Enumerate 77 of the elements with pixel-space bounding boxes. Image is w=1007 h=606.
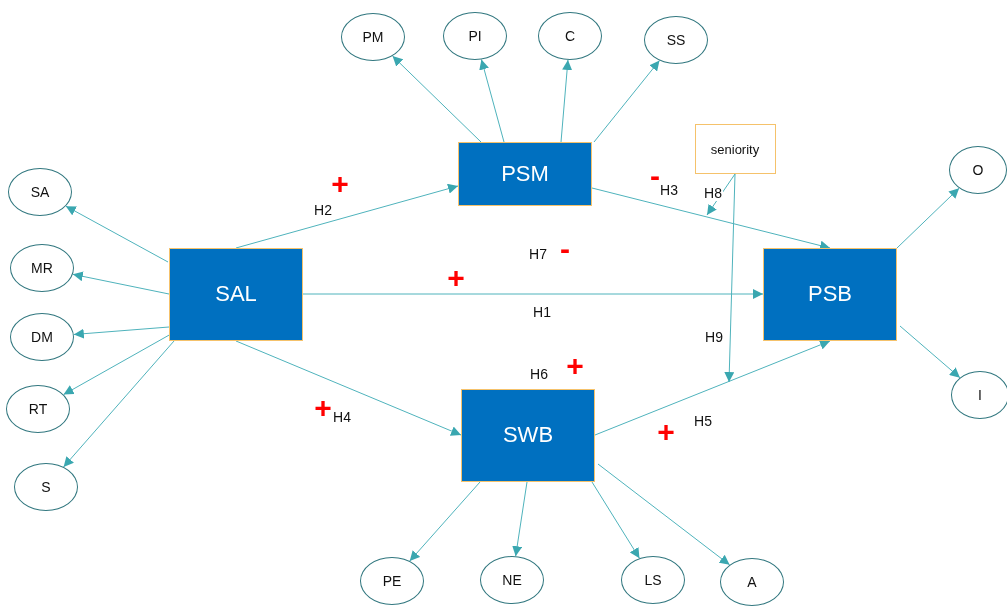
arrow <box>594 340 831 436</box>
node-label: DM <box>31 329 53 345</box>
node-label: S <box>41 479 51 495</box>
edge-label: H9 <box>704 329 724 345</box>
effect-sign: - <box>650 161 660 191</box>
node-label: SA <box>30 184 50 200</box>
construct-ellipse <box>951 371 1007 419</box>
construct-ellipse <box>443 12 507 60</box>
arrow <box>235 340 462 436</box>
construct-ellipse <box>6 385 70 433</box>
node-label: PM <box>362 29 384 45</box>
construct-box <box>763 247 897 341</box>
construct-box <box>461 388 595 482</box>
arrow <box>63 340 175 468</box>
node-label: NE <box>502 572 522 588</box>
hypothesis-label: H7 <box>529 246 547 262</box>
construct-ellipse <box>621 556 685 604</box>
arrow <box>72 271 170 295</box>
construct-ellipse <box>8 168 72 216</box>
construct-ellipse <box>480 556 544 604</box>
node-label: SWB <box>502 422 554 448</box>
construct-ellipse <box>360 557 424 605</box>
arrow <box>560 59 573 143</box>
node-label: PSM <box>501 161 549 187</box>
arrow <box>591 187 831 251</box>
arrow <box>512 481 528 557</box>
arrow <box>724 173 736 383</box>
node-label: PI <box>468 28 482 44</box>
node-label: O <box>972 162 984 178</box>
construct-ellipse <box>644 16 708 64</box>
node-label: LS <box>644 572 662 588</box>
effect-sign: + <box>331 169 349 199</box>
node-label: RT <box>28 401 48 417</box>
construct-box <box>458 142 592 206</box>
arrow <box>392 55 482 143</box>
node-label: I <box>978 387 982 403</box>
effect-sign: + <box>657 417 675 447</box>
arrow <box>899 325 961 379</box>
arrow <box>73 326 170 339</box>
arrow <box>235 183 459 249</box>
effect-sign: + <box>566 351 584 381</box>
arrow <box>593 60 660 143</box>
effect-sign: + <box>447 263 465 293</box>
effect-sign: + <box>314 393 332 423</box>
node-label: A <box>747 574 757 590</box>
hypothesis-label: H6 <box>530 366 548 382</box>
arrow <box>597 463 731 566</box>
node-label: PE <box>382 573 402 589</box>
moderator-box <box>694 124 776 174</box>
edge-label: H1 <box>532 304 552 320</box>
construct-ellipse <box>341 13 405 61</box>
arrow <box>591 481 640 559</box>
arrow <box>409 481 481 562</box>
arrow <box>302 289 764 299</box>
arrow <box>479 59 505 143</box>
node-label: SAL <box>215 281 257 307</box>
arrow <box>896 187 960 249</box>
edge-label: H3 <box>659 182 679 198</box>
node-label: MR <box>31 260 53 276</box>
node-label: seniority <box>710 141 760 157</box>
arrow <box>65 205 169 263</box>
arrow <box>63 333 172 396</box>
edge-label: H8 <box>703 185 723 201</box>
node-label: PSB <box>808 281 852 307</box>
construct-ellipse <box>720 558 784 606</box>
construct-ellipse <box>10 313 74 361</box>
edge-label: H5 <box>693 413 713 429</box>
construct-ellipse <box>10 244 74 292</box>
node-label: C <box>564 28 576 44</box>
construct-ellipse <box>949 146 1007 194</box>
effect-sign: - <box>560 234 570 264</box>
edge-label: H4 <box>332 409 352 425</box>
construct-box <box>169 247 303 341</box>
edge-label: H2 <box>313 202 333 218</box>
construct-ellipse <box>538 12 602 60</box>
node-label: SS <box>666 32 686 48</box>
construct-ellipse <box>14 463 78 511</box>
